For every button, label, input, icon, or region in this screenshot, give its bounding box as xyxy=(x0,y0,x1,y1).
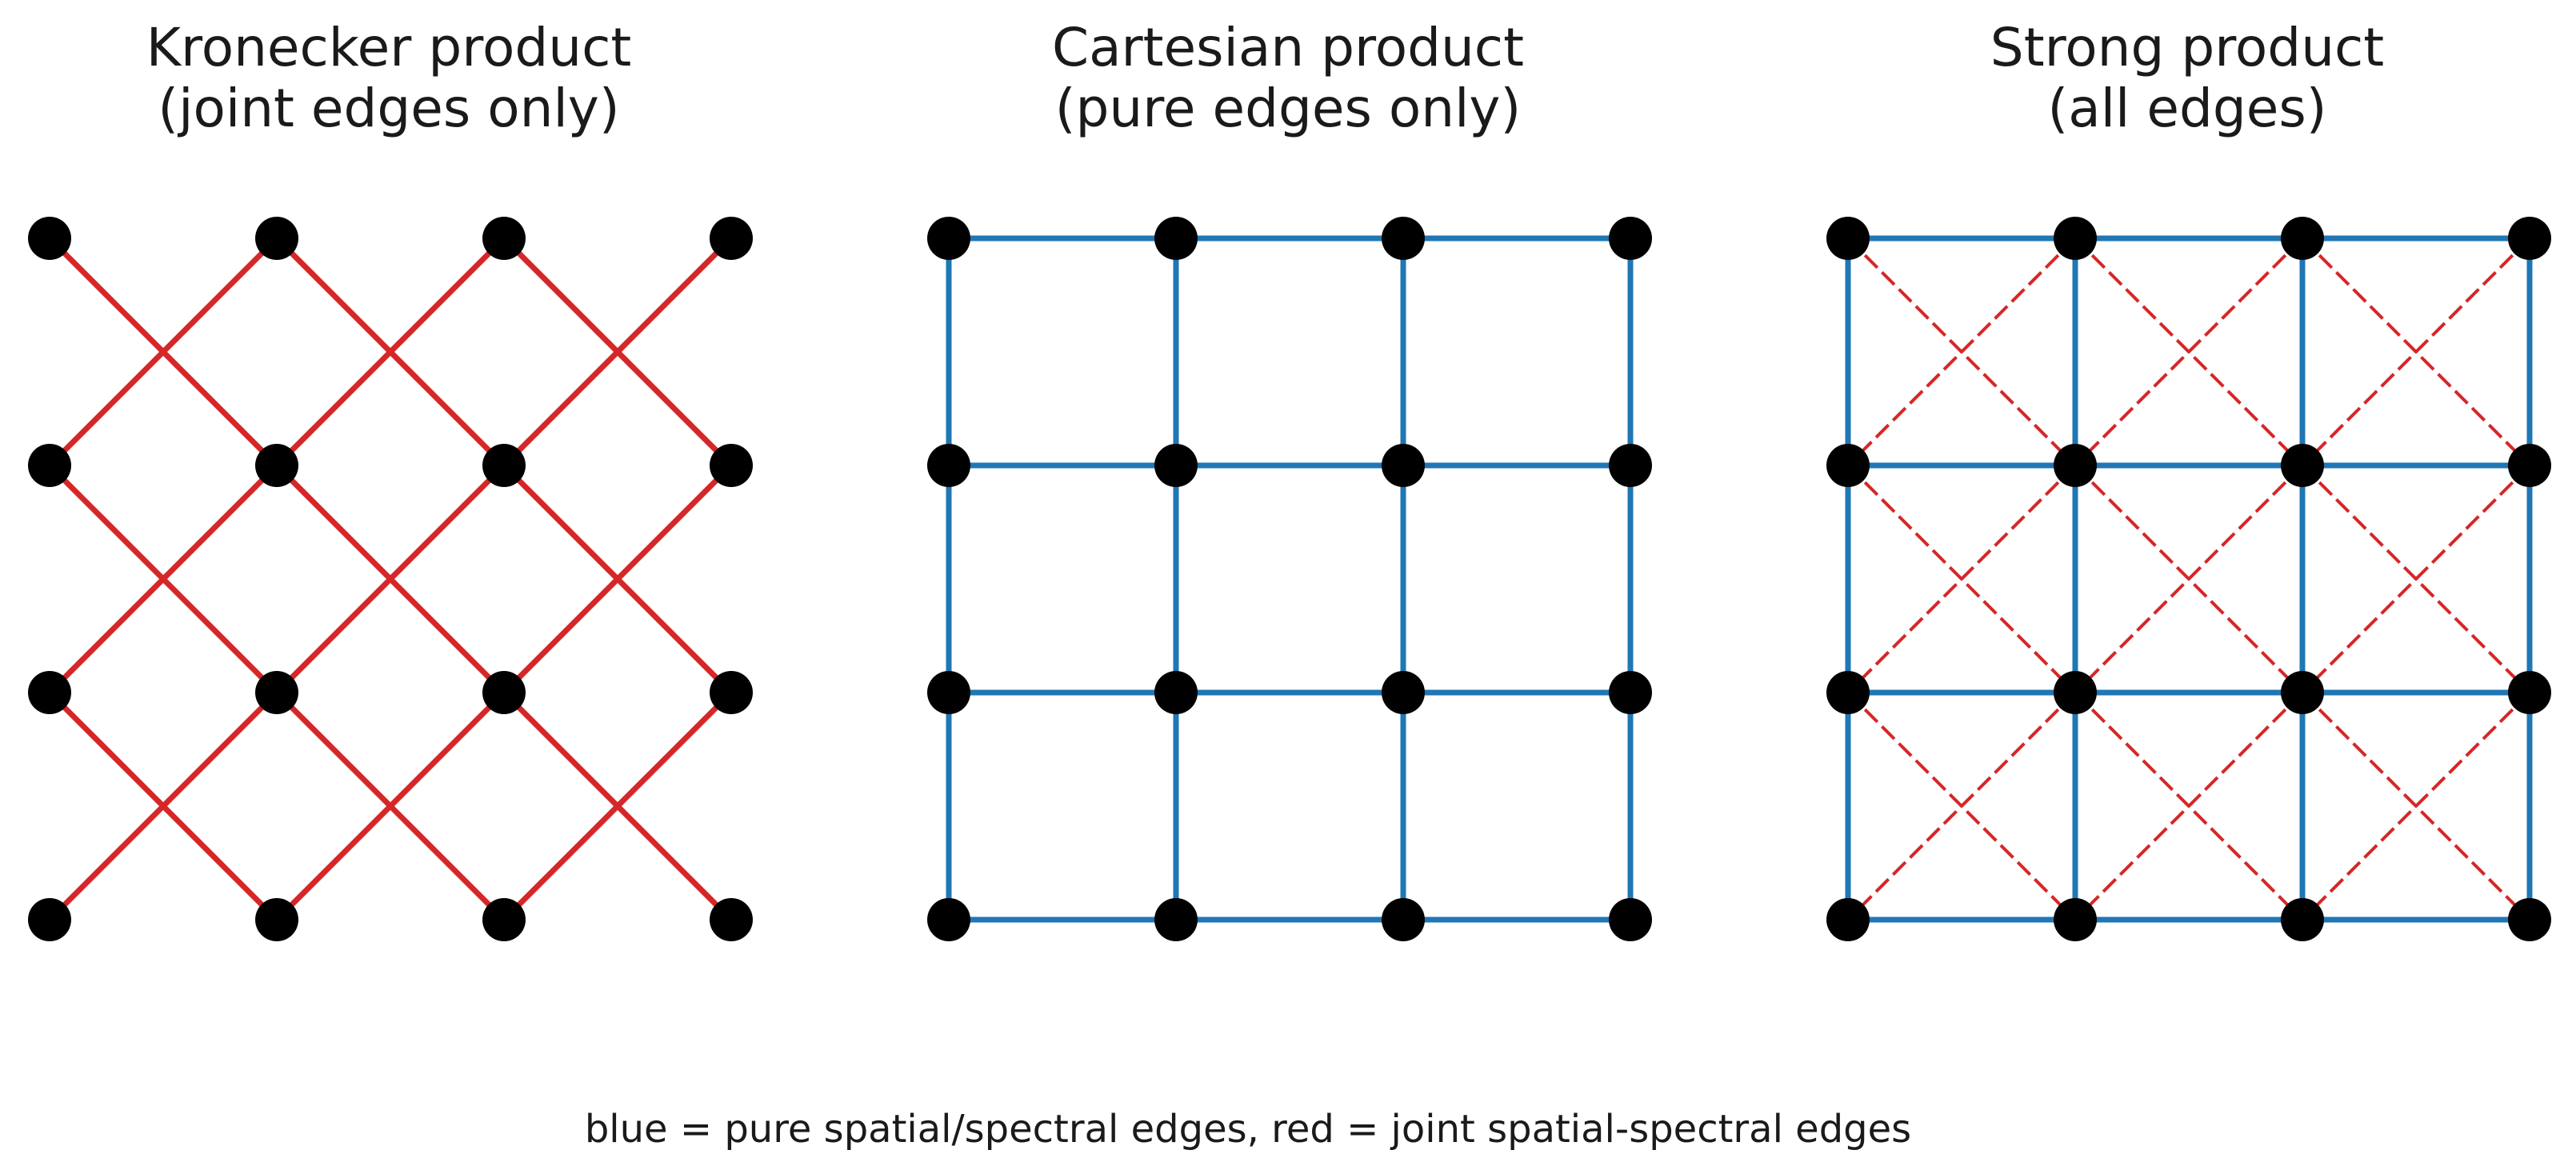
graph-node xyxy=(1609,217,1652,260)
joint-edge xyxy=(1846,464,2077,694)
panel-kronecker-title-line1: Kronecker product xyxy=(146,17,632,78)
legend-caption: blue = pure spatial/spectral edges, red … xyxy=(585,1107,1911,1152)
panel-strong-title-line1: Strong product xyxy=(1990,17,2384,78)
kronecker-graph xyxy=(28,217,753,941)
graph-node xyxy=(1382,217,1425,260)
graph-node xyxy=(1609,898,1652,941)
joint-edge xyxy=(2074,464,2304,694)
graph-node xyxy=(1382,444,1425,487)
graph-node xyxy=(2054,444,2097,487)
graph-node xyxy=(2508,671,2551,714)
graph-node xyxy=(710,898,753,941)
graph-node xyxy=(1609,444,1652,487)
graph-node xyxy=(1154,217,1198,260)
joint-edge xyxy=(47,463,279,695)
panel-kronecker-title-line2: (joint edges only) xyxy=(158,78,619,139)
graph-node xyxy=(28,898,71,941)
graph-node xyxy=(2281,671,2324,714)
joint-edge xyxy=(2301,691,2531,921)
graph-node xyxy=(1154,671,1198,714)
panel-strong: Strong product (all edges) xyxy=(1826,17,2551,941)
graph-node xyxy=(255,898,298,941)
graph-node xyxy=(2281,898,2324,941)
graph-node xyxy=(255,217,298,260)
joint-edge xyxy=(2301,464,2531,694)
graph-node xyxy=(1382,671,1425,714)
graph-node xyxy=(255,671,298,714)
graph-node xyxy=(2281,217,2324,260)
joint-edge xyxy=(2074,691,2304,921)
graph-node xyxy=(2281,444,2324,487)
joint-edge xyxy=(502,690,734,922)
graph-node xyxy=(2508,444,2551,487)
graph-node xyxy=(1154,898,1198,941)
graph-node xyxy=(1826,444,1870,487)
graph-node xyxy=(2054,217,2097,260)
graph-node xyxy=(2508,898,2551,941)
graph-node xyxy=(482,444,526,487)
graph-node xyxy=(710,671,753,714)
graph-node xyxy=(255,444,298,487)
graph-node xyxy=(1826,898,1870,941)
cartesian-graph xyxy=(927,217,1652,941)
graph-node xyxy=(1609,671,1652,714)
joint-edge xyxy=(502,463,734,695)
joint-edge xyxy=(502,236,734,468)
graph-node xyxy=(28,671,71,714)
graph-node xyxy=(482,217,526,260)
panel-strong-title-line2: (all edges) xyxy=(2048,78,2327,139)
panel-cartesian-title-line2: (pure edges only) xyxy=(1055,78,1521,139)
joint-edge xyxy=(1846,691,2077,921)
panel-kronecker: Kronecker product (joint edges only) xyxy=(28,17,753,941)
graph-node xyxy=(28,217,71,260)
joint-edge xyxy=(47,236,279,468)
graph-node xyxy=(1826,217,1870,260)
graph-node xyxy=(2508,217,2551,260)
graph-node xyxy=(1382,898,1425,941)
graph-node xyxy=(2054,671,2097,714)
joint-edge xyxy=(2074,237,2304,467)
graph-node xyxy=(927,444,970,487)
graph-node xyxy=(927,671,970,714)
panel-cartesian-title-line1: Cartesian product xyxy=(1052,17,1524,78)
graph-node xyxy=(2054,898,2097,941)
graph-node xyxy=(482,671,526,714)
joint-edge xyxy=(2301,237,2531,467)
graph-node xyxy=(710,217,753,260)
joint-edge xyxy=(274,463,506,695)
strong-graph xyxy=(1826,217,2551,941)
panel-cartesian: Cartesian product (pure edges only) xyxy=(927,17,1652,941)
graph-node xyxy=(927,898,970,941)
joint-edge xyxy=(274,236,506,468)
joint-edge xyxy=(274,690,506,922)
graph-node xyxy=(927,217,970,260)
graph-node xyxy=(710,444,753,487)
joint-edge xyxy=(1846,237,2077,467)
graph-node xyxy=(1826,671,1870,714)
graph-node xyxy=(482,898,526,941)
joint-edge xyxy=(47,690,279,922)
graph-node xyxy=(1154,444,1198,487)
graph-node xyxy=(28,444,71,487)
